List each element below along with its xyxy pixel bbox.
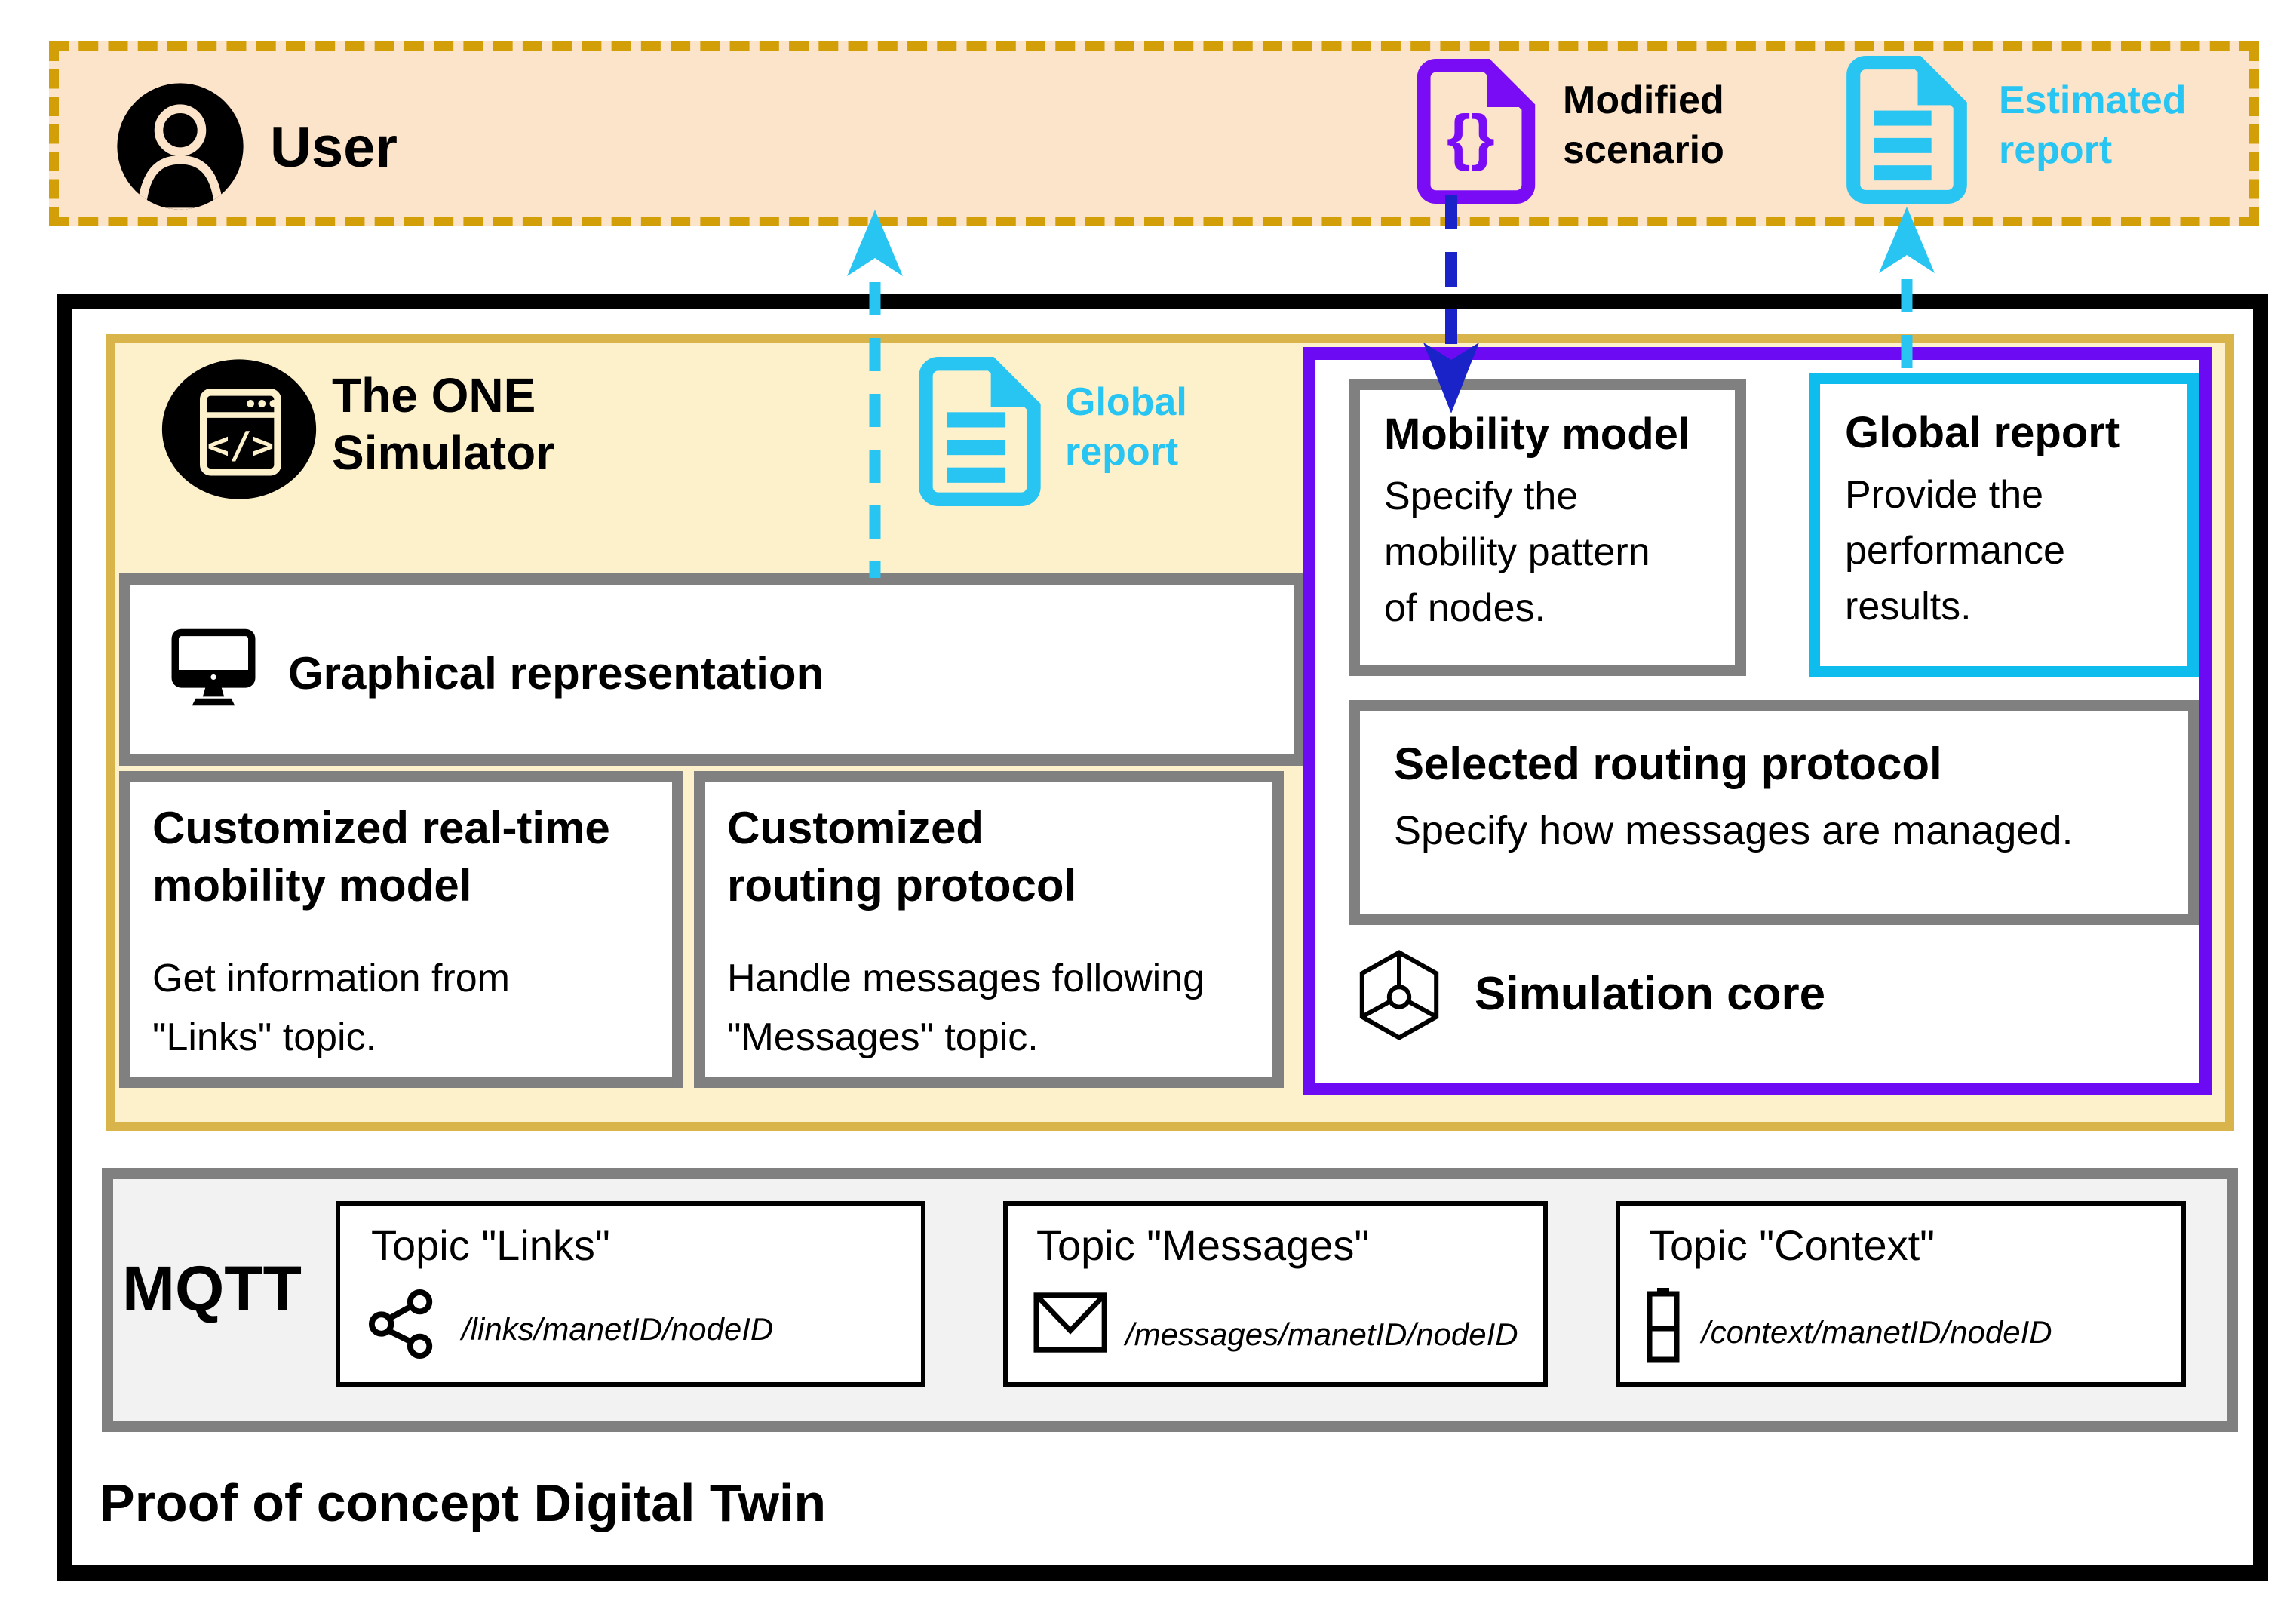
global-report-up-arrow — [847, 210, 903, 578]
mobility-model-body: Specify the mobility pattern of nodes. — [1384, 475, 1650, 630]
mobility-model-box — [1349, 379, 1746, 676]
svg-text:{}: {} — [1447, 103, 1495, 172]
one-simulator-title: The ONE Simulator — [332, 368, 555, 480]
svg-text:</>: </> — [207, 423, 274, 467]
user-band — [49, 41, 2259, 226]
user-label: User — [270, 115, 398, 180]
topic-context-box — [1616, 1201, 2186, 1387]
selected-routing-box — [1349, 700, 2199, 925]
customized-mobility-box — [119, 771, 683, 1088]
graphical-representation-box — [119, 573, 1305, 766]
mobility-model-title: Mobility model — [1384, 410, 1690, 459]
topic-context-title: Topic "Context" — [1649, 1221, 1935, 1269]
selected-routing-title: Selected routing protocol — [1394, 739, 1942, 789]
customized-mobility-title: Customized real-time mobility model — [152, 803, 610, 911]
modified-scenario-down-arrow — [1423, 195, 1479, 413]
simulation-core-label: Simulation core — [1475, 968, 1826, 1020]
one-simulator-logo-icon: </> — [161, 359, 317, 499]
topic-links-path: /links/manetID/nodeID — [462, 1311, 774, 1347]
monitor-icon — [171, 628, 256, 706]
topic-context-path: /context/manetID/nodeID — [1702, 1314, 2052, 1350]
global-report-box-body: Provide the performance results. — [1845, 473, 2065, 628]
global-report-label: Global report — [1065, 380, 1187, 475]
envelope-icon — [1033, 1292, 1107, 1353]
topic-messages-path: /messages/manetID/nodeID — [1125, 1317, 1518, 1352]
code-file-icon: {} — [1417, 59, 1536, 204]
customized-routing-body: Handle messages following "Messages" top… — [727, 957, 1205, 1059]
global-report-icon — [919, 357, 1041, 506]
selected-routing-body: Specify how messages are managed. — [1394, 808, 2073, 853]
estimated-report-label: Estimated report — [1999, 78, 2187, 173]
customized-routing-title: Customized routing protocol — [727, 803, 1077, 911]
global-report-box-title: Global report — [1845, 408, 2120, 457]
customized-mobility-body: Get information from "Links" topic. — [152, 957, 510, 1059]
global-report-box — [1809, 373, 2199, 677]
estimated-report-up-arrow — [1879, 207, 1935, 385]
cube-3d-icon — [1359, 950, 1439, 1040]
topic-links-title: Topic "Links" — [371, 1221, 610, 1269]
customized-routing-box — [694, 771, 1284, 1088]
diagram-title: Proof of concept Digital Twin — [100, 1473, 827, 1532]
graphical-representation-label: Graphical representation — [288, 648, 824, 699]
share-nodes-icon — [368, 1289, 433, 1360]
user-icon — [117, 83, 244, 210]
topic-links-box — [336, 1201, 925, 1387]
battery-icon — [1647, 1288, 1680, 1363]
modified-scenario-label: Modified scenario — [1563, 78, 1724, 173]
mqtt-label: MQTT — [122, 1253, 302, 1324]
topic-messages-title: Topic "Messages" — [1036, 1221, 1370, 1269]
estimated-report-icon — [1846, 56, 1967, 204]
